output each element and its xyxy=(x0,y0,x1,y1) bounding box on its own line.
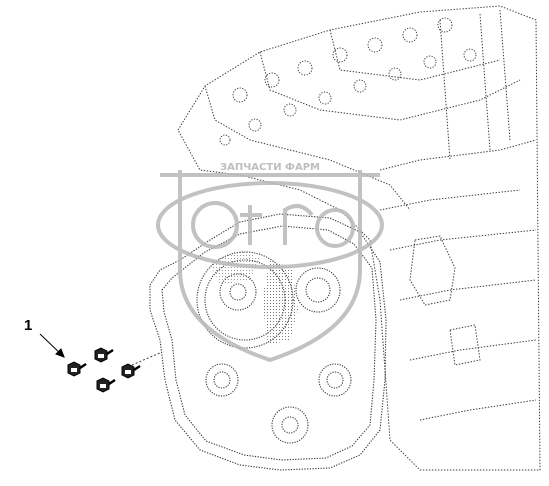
engine-block xyxy=(177,5,541,471)
assembly-path-line xyxy=(131,351,163,366)
gear-teeth-hatching xyxy=(210,250,298,345)
bolt-icon[interactable] xyxy=(94,347,114,363)
callout-number: 1 xyxy=(24,317,33,334)
watermark-logo xyxy=(156,170,384,363)
bolt-icon[interactable] xyxy=(121,363,141,379)
bolt-icon[interactable] xyxy=(96,377,116,393)
callout-leader xyxy=(39,333,65,358)
watermark-text: ЗАПЧАСТИ ФАРМ xyxy=(220,162,320,173)
lower-pulley xyxy=(205,363,352,444)
cylinder-head-details xyxy=(219,17,477,146)
idler-gear xyxy=(295,267,341,313)
timing-cover xyxy=(149,213,387,471)
bolt-icon[interactable] xyxy=(67,361,87,377)
